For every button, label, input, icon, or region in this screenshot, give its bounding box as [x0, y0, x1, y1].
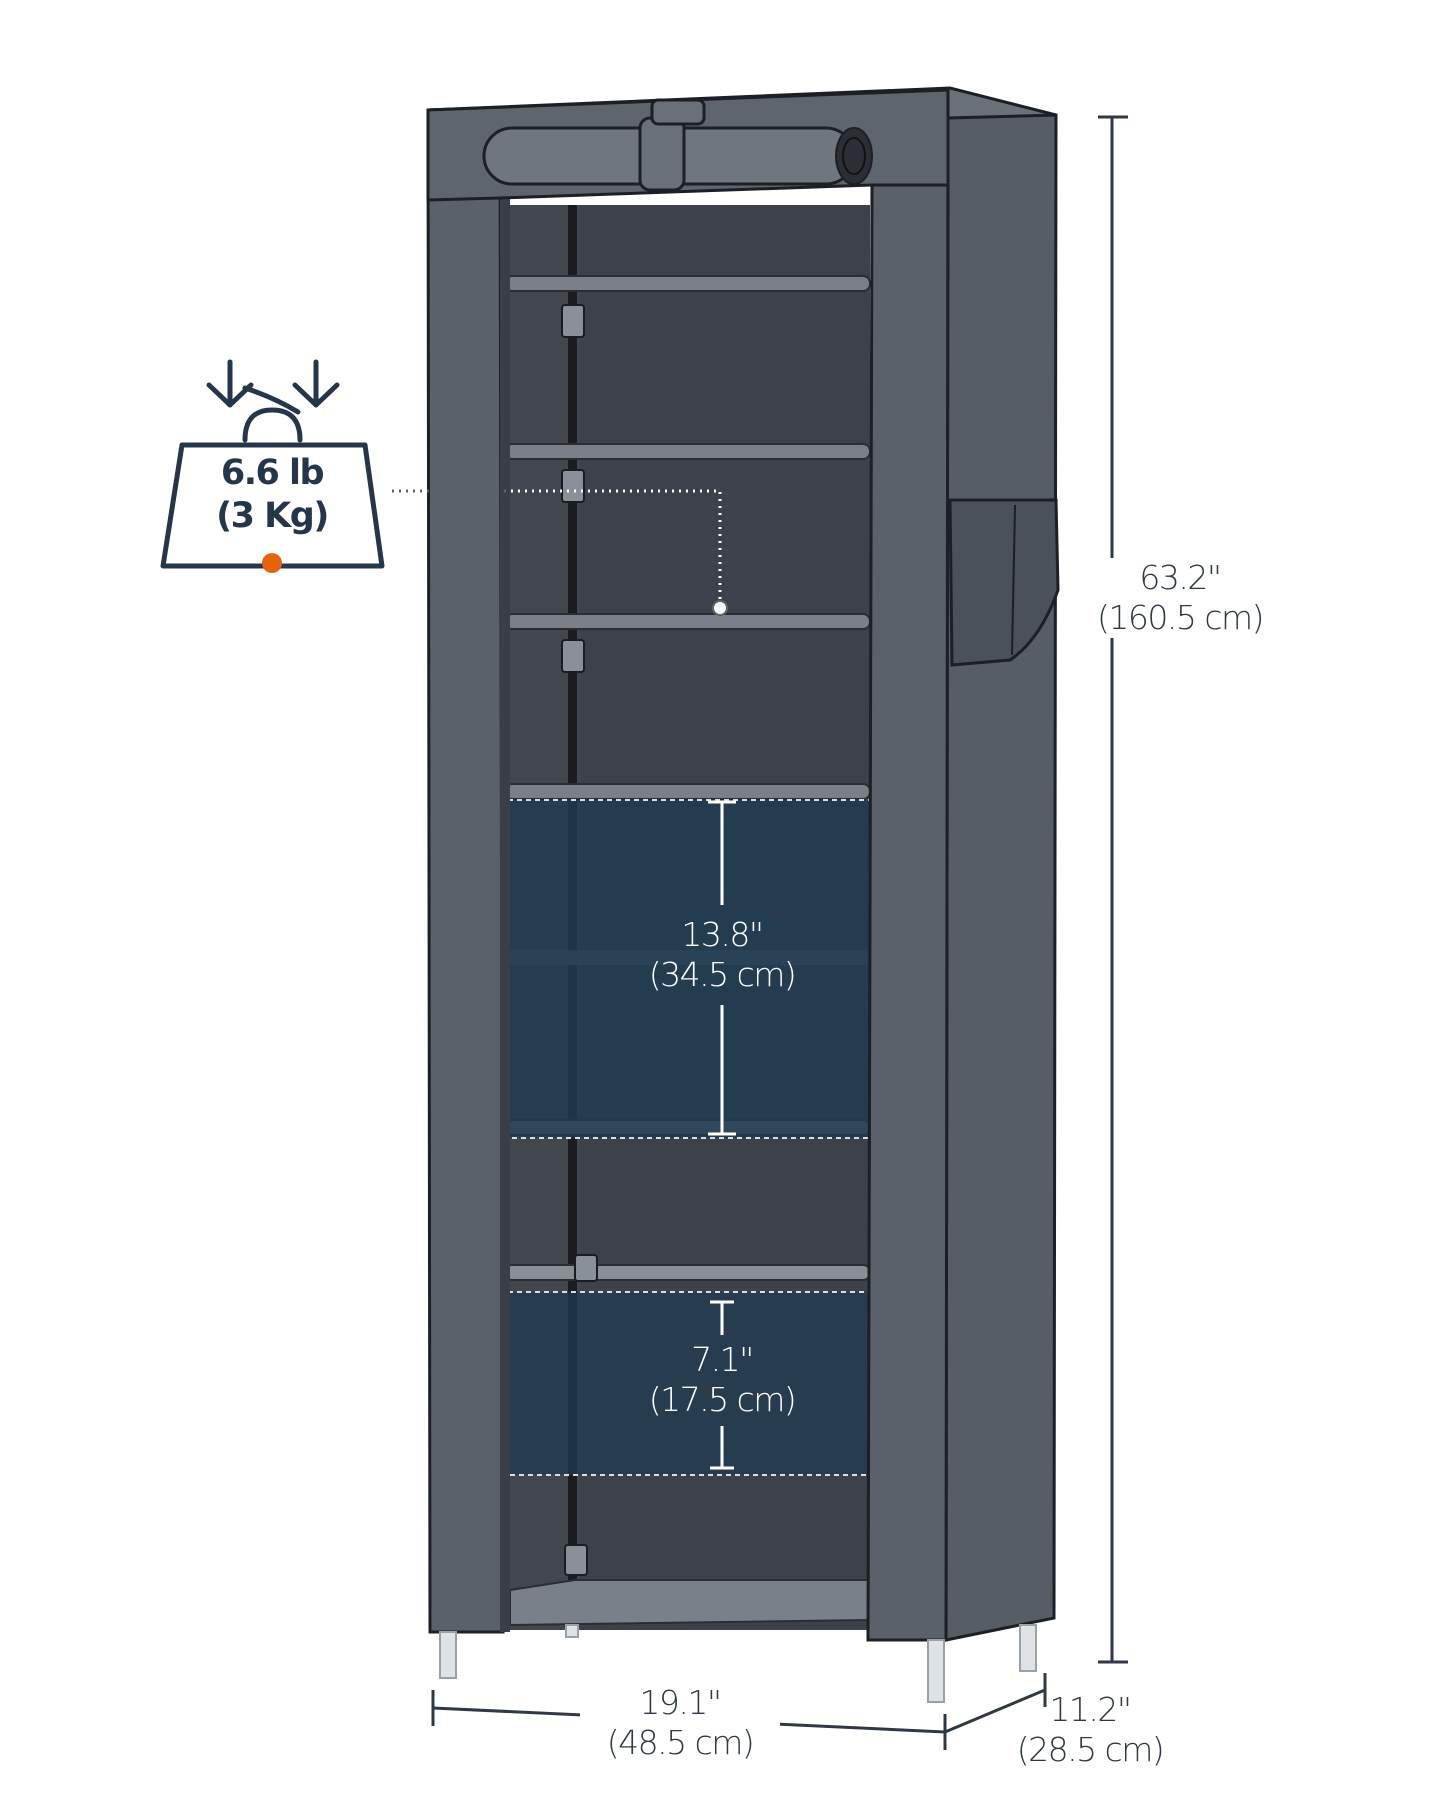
width-label: 19.1" (48.5 cm) [580, 1683, 780, 1763]
depth-label: 11.2" (28.5 cm) [990, 1690, 1190, 1770]
weight-label: 6.6 lb (3 Kg) [172, 452, 372, 538]
depth-dimension-line [944, 1673, 1047, 1734]
gap-large-label: 13.8" (34.5 cm) [612, 915, 832, 995]
gap-small-highlight [507, 1291, 871, 1476]
gap-large-highlight [507, 799, 871, 1139]
rack-legs [439, 1624, 1037, 1703]
weight-line1: 6.6 lb [220, 453, 325, 493]
gap-small-line1: 7.1" [691, 1340, 754, 1379]
front-right-panel [866, 114, 950, 1642]
weight-bag-icon [160, 385, 385, 569]
weight-point-dot [262, 553, 282, 573]
depth-line1: 11.2" [1049, 1690, 1132, 1729]
rack-side-panel [944, 113, 1058, 1642]
width-line1: 19.1" [639, 1683, 722, 1722]
weight-line2: (3 Kg) [216, 496, 329, 536]
height-dimension-line [1098, 115, 1128, 1664]
gap-large-line1: 13.8" [681, 915, 764, 954]
rolled-curtain [482, 98, 873, 192]
gap-large-line2: (34.5 cm) [648, 955, 797, 994]
gap-small-label: 7.1" (17.5 cm) [612, 1340, 832, 1420]
height-line1: 63.2" [1139, 558, 1222, 597]
height-line2: (160.5 cm) [1096, 598, 1265, 637]
side-pocket [948, 498, 1060, 667]
gap-small-line2: (17.5 cm) [648, 1380, 797, 1419]
width-line2: (48.5 cm) [606, 1723, 755, 1762]
height-total-label: 63.2" (160.5 cm) [1060, 558, 1300, 638]
front-left-panel [426, 106, 505, 1634]
depth-line2: (28.5 cm) [1016, 1730, 1165, 1769]
down-arrow-icon [206, 359, 340, 408]
